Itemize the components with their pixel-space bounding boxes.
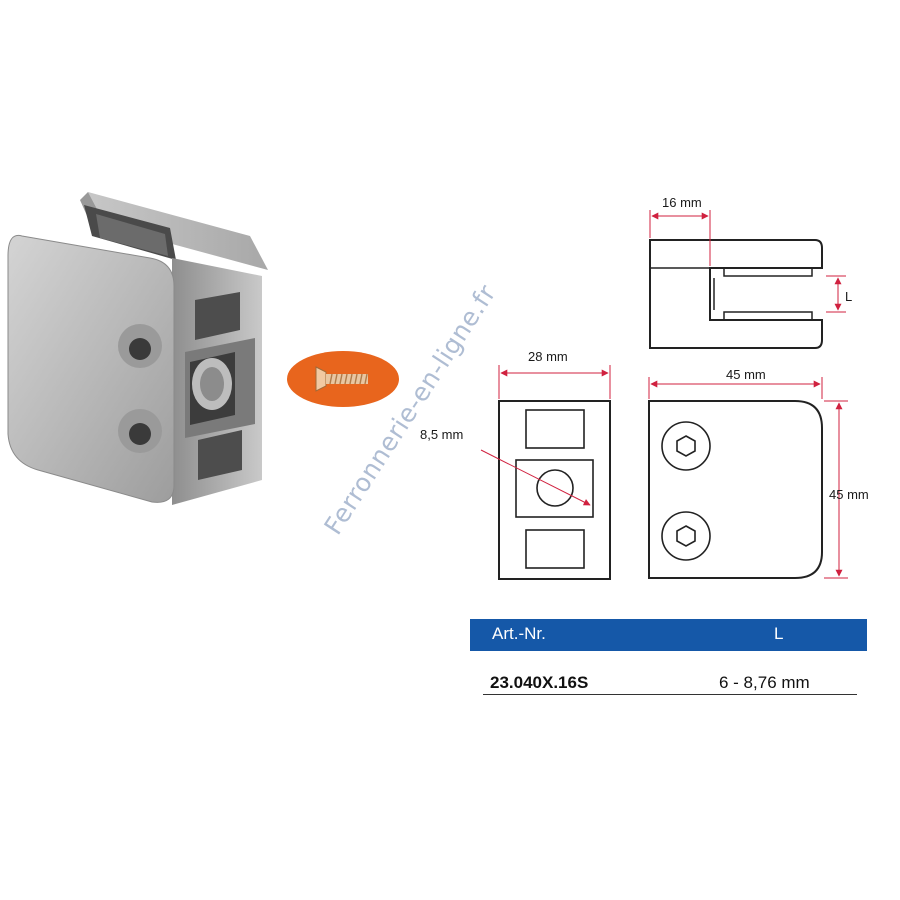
table-row-divider xyxy=(483,694,857,695)
dim-height: 45 mm xyxy=(829,487,869,502)
header-l: L xyxy=(774,624,784,643)
technical-drawing xyxy=(480,210,848,580)
dim-left-width: 28 mm xyxy=(528,349,568,364)
dim-gap: L xyxy=(845,289,853,304)
dim-right-width: 45 mm xyxy=(726,367,766,382)
dim-hole: 8,5 mm xyxy=(420,427,464,442)
hex-socket-icon xyxy=(661,421,711,561)
glass-clamp-photo xyxy=(7,192,268,505)
table-cell-art-nr: 23.040X.16S xyxy=(490,673,589,692)
front-view xyxy=(648,400,823,579)
table-header: Art.-Nr. L xyxy=(470,619,867,651)
dim-top-width: 16 mm xyxy=(662,195,702,210)
top-view xyxy=(649,239,823,349)
table-cell-l: 6 - 8,76 mm xyxy=(719,673,810,692)
header-art-nr: Art.-Nr. xyxy=(492,624,546,643)
countersunk-screw-icon xyxy=(287,351,399,407)
side-view xyxy=(498,400,611,580)
